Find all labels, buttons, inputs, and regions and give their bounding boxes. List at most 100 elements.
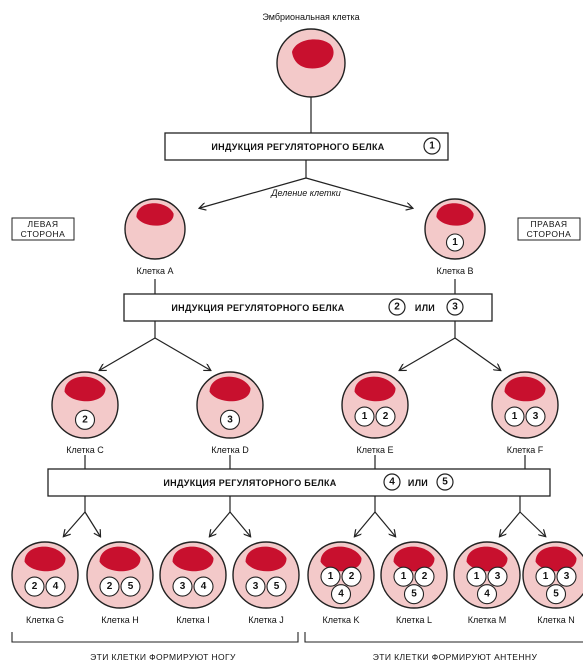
protein-number: 4 xyxy=(484,589,490,600)
protein-number: 1 xyxy=(429,141,435,152)
svg-text:СТОРОНА: СТОРОНА xyxy=(527,229,572,239)
protein-marker xyxy=(99,576,120,597)
protein-number: 2 xyxy=(349,571,355,582)
protein-number: 4 xyxy=(201,581,207,592)
protein-number: 3 xyxy=(533,411,539,422)
induction-box-3: ИНДУКЦИЯ РЕГУЛЯТОРНОГО БЕЛКА 4 ИЛИ 5 xyxy=(47,468,551,497)
nucleus xyxy=(320,546,362,572)
protein-marker xyxy=(445,233,465,252)
cell-label: Клетка I xyxy=(176,615,209,625)
protein-marker xyxy=(330,584,352,605)
protein-number: 2 xyxy=(394,302,400,313)
protein-number: 4 xyxy=(53,581,59,592)
division-label: Деление клетки xyxy=(270,188,341,198)
arrow xyxy=(229,511,250,536)
protein-number: 3 xyxy=(180,581,186,592)
cell-label: Клетка D xyxy=(211,445,249,455)
protein-number: 5 xyxy=(128,581,134,592)
nucleus xyxy=(245,546,287,572)
arrow xyxy=(374,511,395,536)
nucleus xyxy=(24,546,66,572)
arrow xyxy=(305,177,412,208)
svg-text:ЛЕВАЯ: ЛЕВАЯ xyxy=(28,219,59,229)
nucleus xyxy=(64,376,106,402)
protein-number: 2 xyxy=(82,414,88,425)
cell-label: Клетка K xyxy=(323,615,360,625)
cell-label: Клетка H xyxy=(101,615,138,625)
cell-label: Клетка B xyxy=(437,266,474,276)
bottom-left-caption: ЭТИ КЛЕТКИ ФОРМИРУЮТ НОГУ xyxy=(90,652,236,662)
induction-box-3-text: ИНДУКЦИЯ РЕГУЛЯТОРНОГО БЕЛКА xyxy=(163,478,336,488)
protein-marker xyxy=(24,576,45,597)
protein-number: 4 xyxy=(338,589,344,600)
protein-marker xyxy=(535,566,556,587)
cell-label: Клетка C xyxy=(66,445,104,455)
induction-box-1-text: ИНДУКЦИЯ РЕГУЛЯТОРНОГО БЕЛКА xyxy=(211,142,384,152)
arrow xyxy=(210,511,231,536)
arrow xyxy=(500,511,521,536)
protein-marker xyxy=(74,409,96,430)
nucleus xyxy=(393,546,435,572)
protein-marker xyxy=(341,566,362,587)
nucleus xyxy=(136,203,174,226)
cell-label: Клетка E xyxy=(357,445,394,455)
or-label: ИЛИ xyxy=(408,478,428,488)
protein-number: 5 xyxy=(553,589,559,600)
nucleus xyxy=(466,546,508,572)
bottom-right-caption: ЭТИ КЛЕТКИ ФОРМИРУЮТ АНТЕННУ xyxy=(373,652,538,662)
arrow xyxy=(355,511,376,536)
induction-box-1: ИНДУКЦИЯ РЕГУЛЯТОРНОГО БЕЛКА 1 xyxy=(164,132,449,161)
protein-marker xyxy=(466,566,487,587)
induction-box-2-text: ИНДУКЦИЯ РЕГУЛЯТОРНОГО БЕЛКА xyxy=(171,303,344,313)
nucleus xyxy=(354,376,396,402)
protein-marker xyxy=(320,566,341,587)
protein-number: 5 xyxy=(411,589,417,600)
protein-number: 3 xyxy=(227,414,233,425)
protein-marker xyxy=(545,584,567,605)
protein-marker xyxy=(245,576,266,597)
left-side-label: ЛЕВАЯ СТОРОНА xyxy=(11,217,75,241)
protein-marker xyxy=(393,566,414,587)
protein-number: 2 xyxy=(32,581,38,592)
nucleus xyxy=(172,546,214,572)
protein-marker xyxy=(403,584,425,605)
protein-number: 1 xyxy=(328,571,334,582)
protein-number: 5 xyxy=(442,477,448,488)
bracket-right xyxy=(304,632,583,643)
protein-number: 1 xyxy=(452,237,458,248)
nucleus xyxy=(436,203,474,226)
protein-number: 2 xyxy=(422,571,428,582)
protein-marker xyxy=(556,566,577,587)
arrow xyxy=(84,511,100,536)
protein-number: 2 xyxy=(107,581,113,592)
arrow xyxy=(400,337,456,370)
protein-marker xyxy=(120,576,141,597)
nucleus xyxy=(99,546,141,572)
cell-label: Клетка G xyxy=(26,615,64,625)
protein-number: 2 xyxy=(383,411,389,422)
arrow xyxy=(64,511,86,536)
protein-number: 3 xyxy=(253,581,259,592)
protein-marker xyxy=(172,576,193,597)
protein-marker xyxy=(45,576,66,597)
arrow xyxy=(454,337,500,370)
cell-label: Клетка J xyxy=(248,615,283,625)
cell-label: Клетка L xyxy=(396,615,432,625)
arrow xyxy=(200,177,307,208)
protein-number: 1 xyxy=(474,571,480,582)
arrow xyxy=(154,337,210,370)
embryonic-cell-label: Эмбриональная клетка xyxy=(262,12,359,22)
nucleus xyxy=(504,376,546,402)
svg-text:СТОРОНА: СТОРОНА xyxy=(21,229,66,239)
